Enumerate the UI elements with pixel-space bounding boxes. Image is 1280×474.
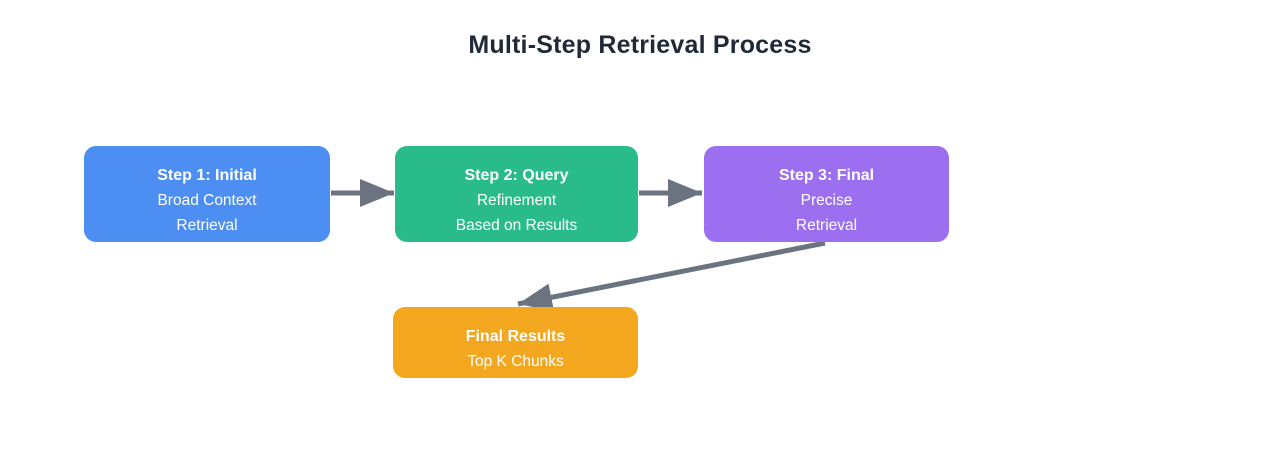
node-step-2: Step 2: Query Refinement Based on Result… [395, 146, 638, 242]
page-title: Multi-Step Retrieval Process [468, 31, 812, 59]
node-step-2-line: Based on Results [455, 216, 578, 234]
node-final-results-line: Top K Chunks [467, 352, 564, 370]
node-step-1-line: Broad Context [157, 191, 257, 209]
node-final-results: Final Results Top K Chunks [393, 307, 638, 378]
node-step-1: Step 1: Initial Broad Context Retrieval [84, 146, 330, 242]
node-step-3: Step 3: Final Precise Retrieval [704, 146, 949, 242]
node-step-3-line: Precise [800, 191, 853, 209]
node-step-1-title: Step 1: Initial [157, 166, 257, 184]
node-step-3-title: Step 3: Final [778, 166, 875, 184]
node-step-3-line: Retrieval [795, 216, 858, 234]
node-step-2-line: Refinement [476, 191, 557, 209]
node-step-2-title: Step 2: Query [464, 166, 569, 184]
node-final-results-title: Final Results [465, 327, 566, 345]
node-step-1-line: Retrieval [176, 216, 238, 234]
arrow-step3-to-final [517, 240, 826, 312]
